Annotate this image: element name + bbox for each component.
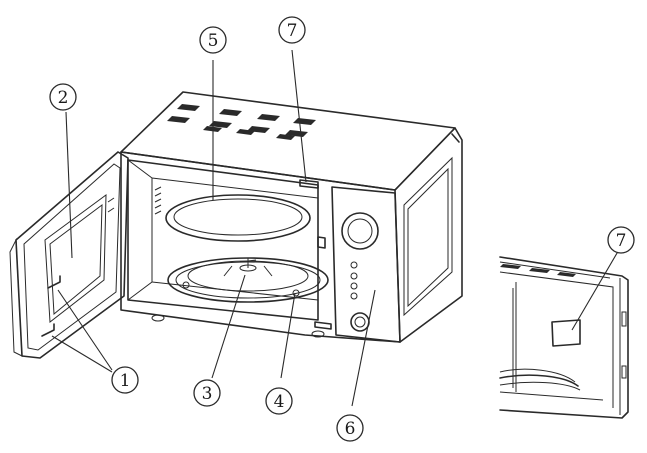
callout-4: 4	[265, 387, 293, 415]
callout-1-label: 1	[120, 371, 131, 391]
door	[9, 151, 129, 359]
callout-2: 2	[49, 83, 77, 111]
detail-leader	[571, 247, 621, 331]
top-vents	[167, 104, 316, 140]
callout-7-label: 7	[287, 21, 298, 41]
microwave-body	[120, 91, 463, 343]
control-panel	[331, 186, 401, 343]
callout-4-label: 4	[274, 392, 285, 412]
callout-5-label: 5	[208, 31, 219, 51]
waveguide-cover	[165, 194, 311, 242]
callout-3-label: 3	[202, 384, 213, 404]
callout-7-detail-label: 7	[616, 231, 627, 251]
callout-6-label: 6	[345, 419, 356, 439]
callout-7-detail: 7	[607, 226, 635, 254]
detail-inset	[499, 256, 629, 419]
leader-lines	[51, 49, 376, 407]
callout-7: 7	[278, 16, 306, 44]
callout-1: 1	[111, 366, 139, 394]
callout-3: 3	[193, 379, 221, 407]
callout-6: 6	[336, 414, 364, 442]
door-latch-slots	[299, 179, 332, 330]
oven-cavity	[127, 159, 325, 338]
callout-5: 5	[199, 26, 227, 54]
turntable	[167, 257, 329, 303]
callout-2-label: 2	[58, 88, 69, 108]
